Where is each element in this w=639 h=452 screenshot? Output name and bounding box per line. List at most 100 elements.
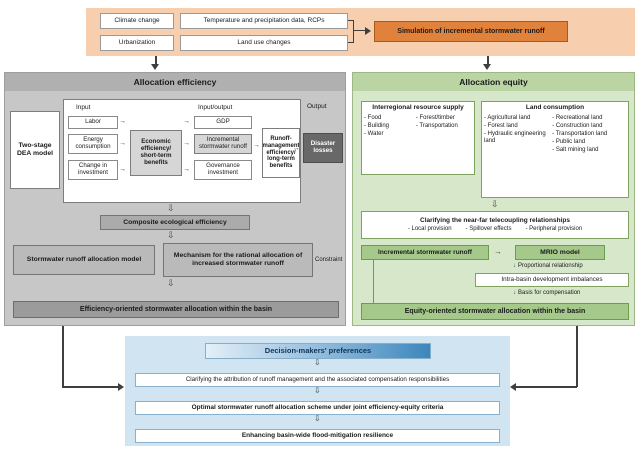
telecoupling-box: Clarifying the near-far telecoupling rel…: [361, 211, 629, 239]
down-arrow-icon: [491, 200, 499, 209]
interregional-supply-box: Interregional resource supply - Food - B…: [361, 101, 475, 175]
list-item: - Water: [364, 130, 384, 137]
connector-line: [348, 42, 354, 43]
disaster-losses-box: Disaster losses: [303, 133, 343, 163]
down-arrow-icon: [513, 263, 516, 270]
io-gdp-box: GDP: [194, 116, 252, 129]
simulation-box: Simulation of incremental stormwater run…: [374, 21, 568, 42]
down-arrow-icon: [167, 204, 175, 213]
list-item: - Food: [364, 114, 382, 121]
arrow-down-icon: [151, 64, 159, 70]
decision-title-box: Decision-makers' preferences: [205, 343, 431, 359]
telecoupling-title: Clarifying the near-far telecoupling rel…: [420, 217, 570, 224]
arrow-down-icon: [483, 64, 491, 70]
temperature-data-box: Temperature and precipitation data, RCPs: [180, 13, 348, 29]
two-stage-dea-label: Two-stage DEA model: [10, 111, 60, 189]
connector-line: [155, 56, 157, 65]
connector-line: [62, 326, 64, 387]
decision-panel: Decision-makers' preferences Clarifying …: [125, 336, 510, 446]
decision-step3-box: Enhancing basin-wide flood-mitigation re…: [135, 429, 500, 443]
output-column-label: Output: [307, 103, 327, 110]
proportional-relationship-label: Proportional relationship: [513, 263, 583, 270]
io-incremental-runoff-box: Incremental stormwater runoff: [194, 134, 252, 154]
input-column-label: Input: [76, 104, 91, 111]
land-title: Land consumption: [525, 104, 585, 111]
list-item: - Building: [364, 122, 390, 129]
arrow-right-icon: [119, 140, 126, 147]
supply-column-2: - Forest/timber - Transportation: [416, 113, 472, 139]
connector-line: [516, 386, 577, 388]
list-item: - Local provision: [407, 226, 452, 233]
list-item: - Transportation land: [552, 130, 608, 137]
list-item: - Public land: [552, 139, 586, 146]
list-item: - Transportation: [415, 122, 458, 129]
allocation-equity-panel: Allocation equity Interregional resource…: [352, 72, 635, 326]
connector-line: [62, 386, 120, 388]
drivers-band: Climate change Urbanization Temperature …: [86, 8, 635, 56]
supply-column-1: - Food - Building - Water: [364, 113, 416, 139]
list-item: - Salt mining land: [552, 147, 599, 154]
input-labor-box: Labor: [68, 116, 118, 129]
decision-step1-box: Clarifying the attribution of runoff man…: [135, 373, 500, 387]
decision-step2-box: Optimal stormwater runoff allocation sch…: [135, 401, 500, 415]
down-arrow-icon: [513, 290, 516, 297]
arrow-right-icon: [183, 140, 190, 147]
connector-line: [353, 20, 354, 43]
land-column-2: - Recreational land - Construction land …: [552, 113, 626, 155]
land-consumption-box: Land consumption - Agricultural land - F…: [481, 101, 629, 198]
arrow-left-icon: [510, 383, 516, 391]
supply-title: Interregional resource supply: [372, 104, 464, 111]
arrow-right-icon: [119, 118, 126, 125]
arrow-right-icon: [183, 118, 190, 125]
efficiency-panel-title: Allocation efficiency: [5, 73, 345, 91]
list-item: - Spillover effects: [465, 226, 512, 233]
runoff-management-efficiency-box: Runoff-management efficiency/ long-term …: [262, 128, 300, 178]
land-use-box: Land use changes: [180, 35, 348, 51]
climate-change-box: Climate change: [100, 13, 174, 29]
economic-efficiency-box: Economic efficiency/ short-term benefits: [130, 130, 182, 176]
connector-line: [373, 260, 374, 303]
down-arrow-icon: [167, 279, 175, 288]
down-arrow-icon: [314, 387, 321, 395]
list-item: - Recreational land: [552, 114, 603, 121]
connector-line: [348, 20, 354, 21]
io-governance-box: Governance investment: [194, 160, 252, 180]
equity-result-box: Equity-oriented stormwater allocation wi…: [361, 303, 629, 320]
connector-line: [487, 56, 489, 65]
constraint-label: Constraint: [315, 257, 343, 263]
arrow-right-icon: [365, 27, 371, 35]
allocation-efficiency-panel: Allocation efficiency Two-stage DEA mode…: [4, 72, 346, 326]
mechanism-box: Mechanism for the rational allocation of…: [163, 243, 313, 277]
list-item: - Forest/timber: [415, 114, 455, 121]
imbalances-box: Intra-basin development imbalances: [475, 273, 629, 287]
composite-efficiency-box: Composite ecological efficiency: [100, 215, 250, 230]
mrio-model-box: MRIO model: [515, 245, 605, 260]
proportional-text: Proportional relationship: [518, 263, 583, 269]
arrow-right-icon: [118, 383, 124, 391]
urbanization-box: Urbanization: [100, 35, 174, 51]
down-arrow-icon: [167, 231, 175, 240]
allocation-model-box: Stormwater runoff allocation model: [13, 245, 155, 275]
dea-flow-container: Input Input/output Labor Energy consumpt…: [63, 99, 301, 203]
incremental-runoff-box: Incremental stormwater runoff: [361, 245, 489, 260]
connector-line: [353, 30, 367, 31]
list-item: - Peripheral provision: [525, 226, 583, 233]
arrow-right-icon: [119, 166, 126, 173]
input-energy-box: Energy consumption: [68, 134, 118, 154]
input-investment-box: Change in investment: [68, 160, 118, 180]
equity-panel-title: Allocation equity: [353, 73, 634, 91]
land-column-1: - Agricultural land - Forest land - Hydr…: [484, 113, 552, 155]
arrow-right-icon: [293, 145, 300, 152]
basis-compensation-label: Basis for compensation: [513, 290, 580, 297]
basis-text: Basis for compensation: [518, 290, 581, 296]
arrow-right-icon: [253, 142, 260, 149]
list-item: - Hydraulic engineering land: [484, 130, 546, 144]
connector-line: [576, 326, 578, 387]
efficiency-result-box: Efficiency-oriented stormwater allocatio…: [13, 301, 339, 318]
arrow-right-icon: [494, 248, 502, 256]
list-item: - Forest land: [484, 122, 518, 129]
down-arrow-icon: [314, 359, 321, 367]
down-arrow-icon: [314, 415, 321, 423]
list-item: - Construction land: [552, 122, 603, 129]
